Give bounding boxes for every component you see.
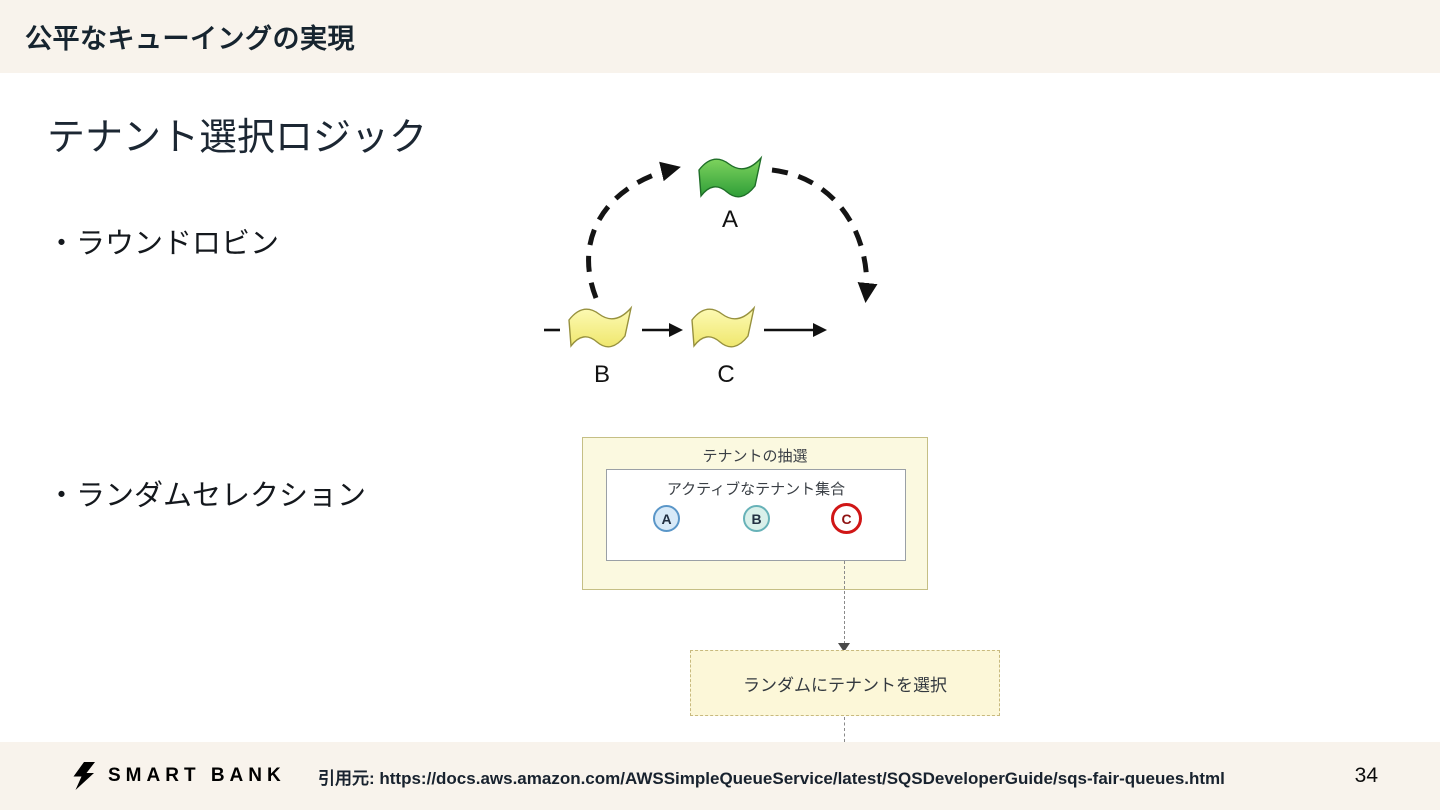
tenant-lottery-title: テナントの抽選	[702, 448, 808, 465]
flag-a-icon	[698, 155, 763, 198]
dashed-arrow-b-to-a	[586, 161, 681, 299]
smartbank-logo-icon	[73, 762, 95, 790]
slide-title: 公平なキューイングの実現	[25, 24, 355, 54]
flag-a-label: A	[722, 206, 738, 233]
header-band: 公平なキューイングの実現	[0, 0, 1440, 73]
dashed-connector-top	[844, 561, 845, 644]
brand-logo: SMART BANK	[70, 742, 286, 810]
brand-name: SMART BANK	[108, 765, 286, 786]
section-heading: テナント選択ロジック	[47, 117, 428, 159]
flag-c-label: C	[717, 361, 734, 388]
random-selection-result-label: ランダムにテナントを選択	[743, 675, 947, 695]
random-selection-result-box: ランダムにテナントを選択	[690, 650, 1000, 716]
footer-band: SMART BANK 引用元: https://docs.aws.amazon.…	[0, 742, 1440, 810]
active-tenant-set-box: アクティブなテナント集合 A B C	[606, 469, 906, 561]
tenant-lottery-box: テナントの抽選 アクティブなテナント集合 A B C	[582, 437, 928, 590]
tenant-circle-b: B	[743, 505, 770, 532]
tenant-circle-c-selected: C	[831, 503, 862, 534]
page-number: 34	[1354, 764, 1378, 787]
bullet-random-selection: ・ランダムセレクション	[47, 480, 367, 512]
bullet-round-robin: ・ラウンドロビン	[47, 228, 280, 260]
connector-arrowhead-icon	[838, 643, 850, 652]
flag-c-icon	[691, 305, 756, 348]
dashed-connector-bottom	[844, 717, 845, 742]
tenant-circle-a: A	[653, 505, 680, 532]
flag-b-icon	[568, 305, 633, 348]
flag-b-label: B	[594, 361, 610, 388]
dashed-arrow-a-to-right	[771, 167, 878, 303]
round-robin-diagram: A B C	[544, 155, 878, 388]
citation-text: 引用元: https://docs.aws.amazon.com/AWSSimp…	[318, 768, 1225, 788]
active-tenant-set-title: アクティブなテナント集合	[666, 481, 846, 498]
